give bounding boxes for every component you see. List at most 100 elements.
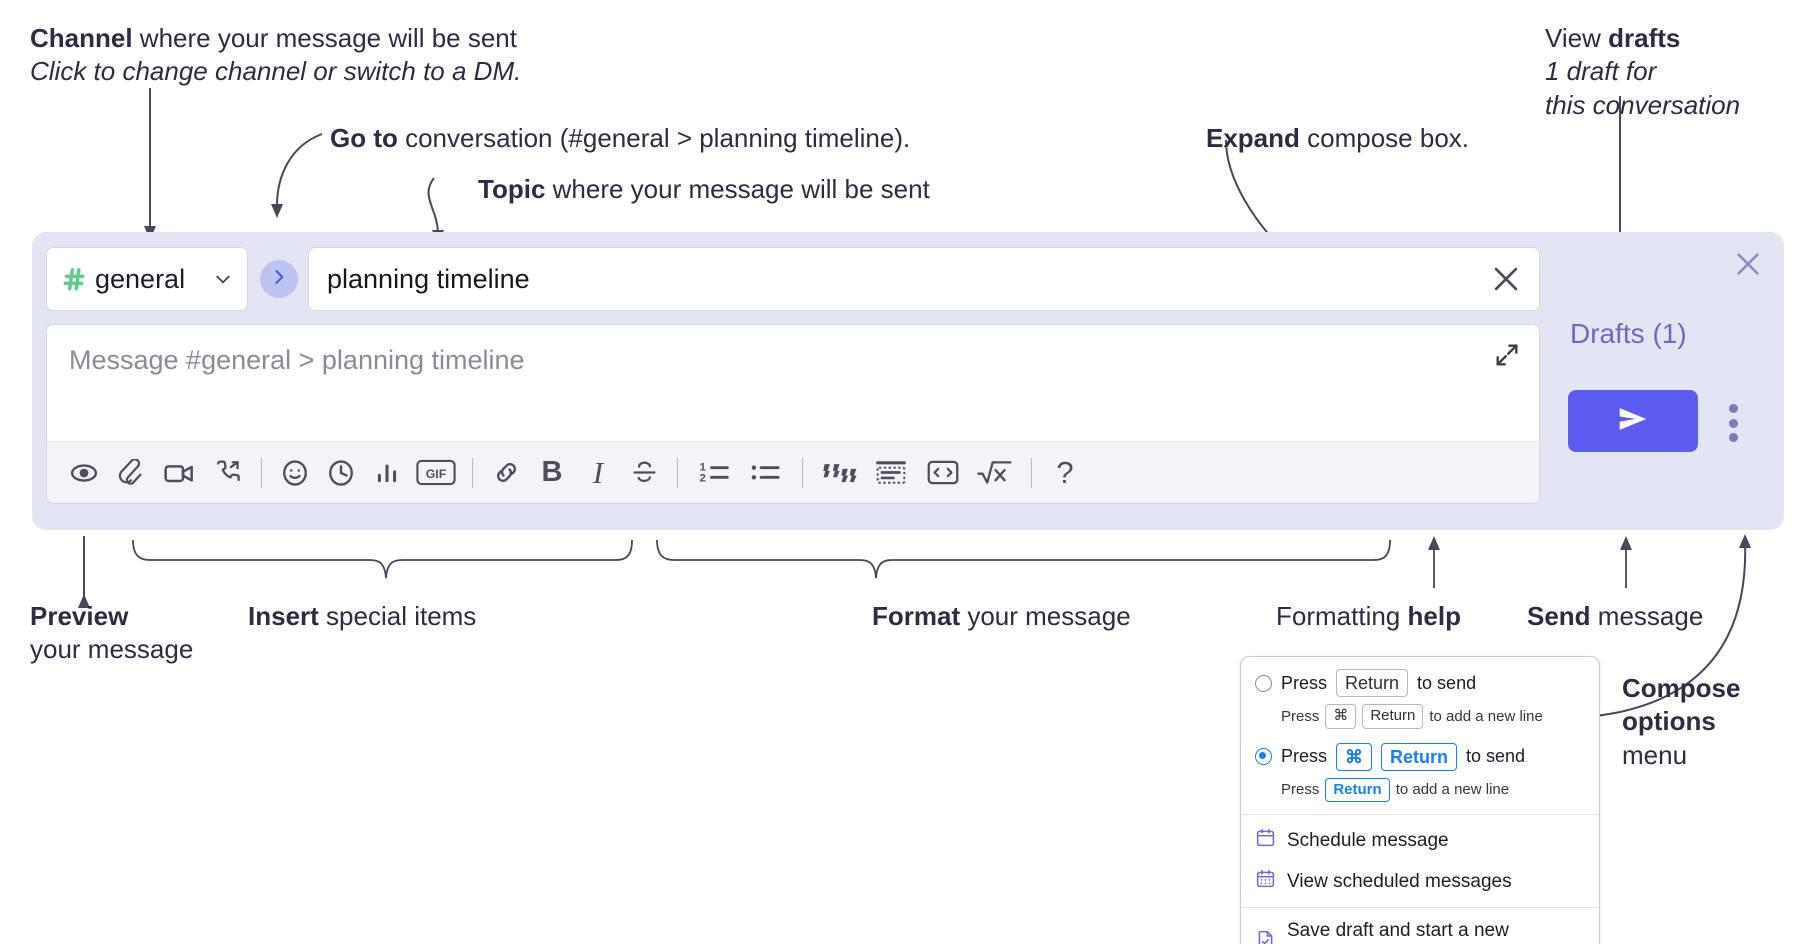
gif-button[interactable]: GIF	[410, 450, 462, 496]
vertical-dots-icon-3	[1728, 433, 1738, 442]
message-placeholder: Message #general > planning timeline	[69, 345, 525, 375]
code-block-button[interactable]	[865, 450, 917, 496]
menu-item-label: Schedule message	[1287, 829, 1449, 851]
compose-right-rail: Drafts (1)	[1554, 232, 1784, 530]
annotation-expand-bold: Expand	[1206, 123, 1300, 153]
annotation-compose-options-b1: Compose	[1622, 673, 1741, 703]
svg-text:GIF: GIF	[426, 467, 447, 481]
code-button[interactable]	[917, 450, 969, 496]
annotation-format: Format your message	[872, 600, 1131, 633]
close-icon[interactable]	[1489, 262, 1523, 296]
option1-sub-post: to add a new line	[1429, 707, 1543, 725]
send-button[interactable]	[1568, 390, 1698, 452]
formatting-toolbar: GIF B I	[47, 441, 1539, 503]
toolbar-separator-3	[677, 457, 678, 488]
menu-item-label: Save draft and start a new message	[1287, 920, 1509, 944]
kbd-command-blue: ⌘	[1336, 742, 1373, 771]
toolbar-separator-1	[261, 457, 262, 488]
annotation-drafts: View drafts 1 draft for this conversatio…	[1545, 22, 1740, 122]
annotation-help-bold: help	[1407, 601, 1461, 631]
bar-chart-button[interactable]	[364, 450, 410, 496]
kbd-return-blue: Return	[1381, 742, 1458, 771]
channel-selector[interactable]: general	[46, 247, 248, 311]
menu-item-label: View scheduled messages	[1287, 870, 1512, 892]
expand-icon[interactable]	[1493, 341, 1521, 369]
ordered-list-button[interactable]: 1 2	[688, 450, 740, 496]
toolbar-separator-4	[802, 457, 803, 488]
annotation-help: Formatting help	[1276, 600, 1461, 633]
close-icon[interactable]	[1732, 248, 1764, 280]
send-on-cmd-return-row[interactable]: Press ⌘ Return to send	[1255, 742, 1585, 771]
annotation-compose-options: Compose options menu	[1622, 672, 1740, 772]
annotation-preview: Preview your message	[30, 600, 193, 667]
go-to-conversation-button[interactable]	[260, 260, 298, 298]
annotation-insert: Insert special items	[248, 600, 476, 633]
italic-button[interactable]: I	[575, 450, 621, 496]
link-button[interactable]	[483, 450, 529, 496]
annotation-expand: Expand compose box.	[1206, 122, 1469, 155]
phone-forward-button[interactable]	[205, 450, 251, 496]
option2-pre: Press	[1281, 746, 1328, 767]
annotation-goto-bold: Go to	[330, 123, 398, 153]
menu-item-view-scheduled-messages[interactable]: View scheduled messages	[1241, 861, 1599, 902]
annotation-drafts-sub1: 1 draft for	[1545, 56, 1657, 87]
annotation-compose-options-b2: options	[1622, 706, 1716, 737]
annotation-goto: Go to conversation (#general > planning …	[330, 122, 910, 155]
kbd-command: ⌘	[1325, 704, 1357, 729]
chevron-down-icon	[213, 269, 233, 289]
emoji-button[interactable]	[272, 450, 318, 496]
option1-post: to send	[1417, 672, 1477, 693]
send-on-return-row[interactable]: Press Return to send	[1255, 669, 1585, 698]
menu-item-save-draft[interactable]: Save draft and start a new message	[1241, 913, 1599, 944]
svg-text:2: 2	[700, 473, 706, 485]
calendar-grid-icon	[1255, 868, 1276, 895]
kbd-return-small: Return	[1362, 704, 1424, 729]
annotation-help-pre: Formatting	[1276, 601, 1408, 631]
annotation-preview-bold: Preview	[30, 601, 129, 631]
bold-label: B	[541, 456, 563, 488]
send-on-cmd-return-hint: Press Return to add a new line	[1281, 777, 1585, 803]
bulleted-list-button[interactable]	[740, 450, 792, 496]
clock-button[interactable]	[318, 450, 364, 496]
annotation-channel-sub: Click to change channel or switch to a D…	[30, 56, 522, 87]
compose-header-row: general planning timeline	[46, 246, 1540, 312]
svg-text:1: 1	[700, 462, 707, 474]
kbd-return-blue-small: Return	[1325, 777, 1390, 803]
blockquote-button[interactable]	[813, 450, 865, 496]
send-shortcut-option-2[interactable]: Press ⌘ Return to send Press Return to a…	[1241, 741, 1599, 815]
annotation-format-bold: Format	[872, 601, 961, 631]
annotation-topic-rest: where your message will be sent	[545, 174, 930, 204]
compose-options-button[interactable]	[1720, 400, 1746, 446]
compose-box: general planning timeline	[32, 232, 1784, 530]
annotation-channel-bold: Channel	[30, 23, 133, 53]
toolbar-separator-5	[1031, 457, 1032, 488]
send-shortcut-option-1[interactable]: Press Return to send Press ⌘ Return to a…	[1241, 657, 1599, 741]
annotation-channel-rest: where your message will be sent	[132, 23, 517, 53]
send-paper-plane-icon	[1613, 399, 1653, 444]
annotation-topic: Topic where your message will be sent	[478, 173, 930, 206]
annotation-send-rest: message	[1590, 601, 1704, 631]
send-on-return-hint: Press ⌘ Return to add a new line	[1281, 704, 1585, 729]
attach-button[interactable]	[107, 450, 153, 496]
message-input[interactable]: Message #general > planning timeline	[47, 325, 1539, 441]
bold-button[interactable]: B	[529, 450, 575, 496]
hash-icon	[61, 266, 87, 292]
formatting-help-button[interactable]: ?	[1042, 450, 1088, 496]
toolbar-separator-2	[472, 457, 473, 488]
preview-button[interactable]	[61, 450, 107, 496]
drafts-link[interactable]: Drafts (1)	[1570, 318, 1687, 349]
topic-input[interactable]: planning timeline	[308, 247, 1540, 311]
radio-selected[interactable]	[1255, 748, 1272, 766]
math-button[interactable]	[969, 450, 1021, 496]
annotation-insert-bold: Insert	[248, 601, 319, 631]
video-camera-button[interactable]	[153, 450, 205, 496]
option1-sub-pre: Press	[1281, 707, 1320, 725]
save-draft-icon	[1255, 929, 1276, 944]
annotation-drafts-sub2: this conversation	[1545, 89, 1741, 120]
option1-pre: Press	[1281, 672, 1328, 693]
option2-sub-post: to add a new line	[1395, 781, 1510, 799]
strikethrough-button[interactable]	[621, 450, 667, 496]
radio-unselected[interactable]	[1255, 674, 1272, 692]
compose-options-menu: Press Return to send Press ⌘ Return to a…	[1240, 656, 1600, 944]
menu-item-schedule-message[interactable]: Schedule message	[1241, 820, 1599, 861]
